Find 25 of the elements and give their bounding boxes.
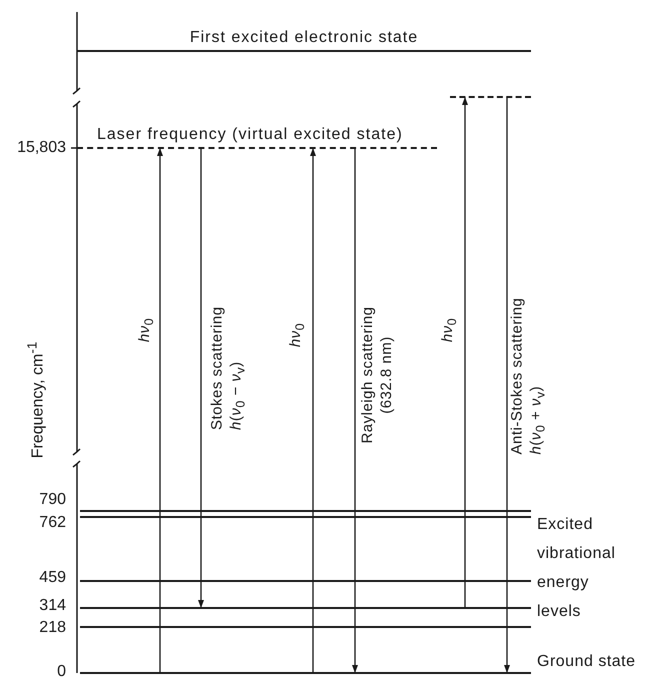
energy-level-line: [80, 607, 531, 609]
tick-label: 218: [38, 619, 66, 637]
energy-level-line: [80, 626, 531, 628]
tick-label: 790: [38, 491, 66, 509]
tick-label: 762: [38, 514, 66, 532]
arrow: [504, 97, 510, 673]
energy-level-line: [80, 580, 531, 582]
state-label: Ground state: [537, 653, 636, 671]
level-label: First excited electronic state: [190, 29, 418, 47]
tick-label: 314: [38, 597, 66, 615]
level-label: Laser frequency (virtual excited state): [97, 126, 403, 144]
tick-label: 0: [56, 663, 66, 680]
energy-level-line: [80, 516, 531, 518]
arrow: [352, 148, 358, 673]
virtual-level-line: [450, 96, 531, 98]
annotation: Excited vibrational energy levels: [537, 515, 616, 622]
energy-level-line: [80, 510, 531, 512]
arrow: [198, 148, 204, 608]
arrow: [310, 148, 316, 673]
tick-label: 15,803: [16, 139, 66, 157]
arrow: [462, 97, 468, 608]
arrow: [157, 148, 163, 673]
tick-label: 459: [38, 569, 66, 587]
energy-level-line: [80, 672, 531, 674]
edge-label: Rayleigh scattering (632.8 nm): [358, 305, 396, 446]
